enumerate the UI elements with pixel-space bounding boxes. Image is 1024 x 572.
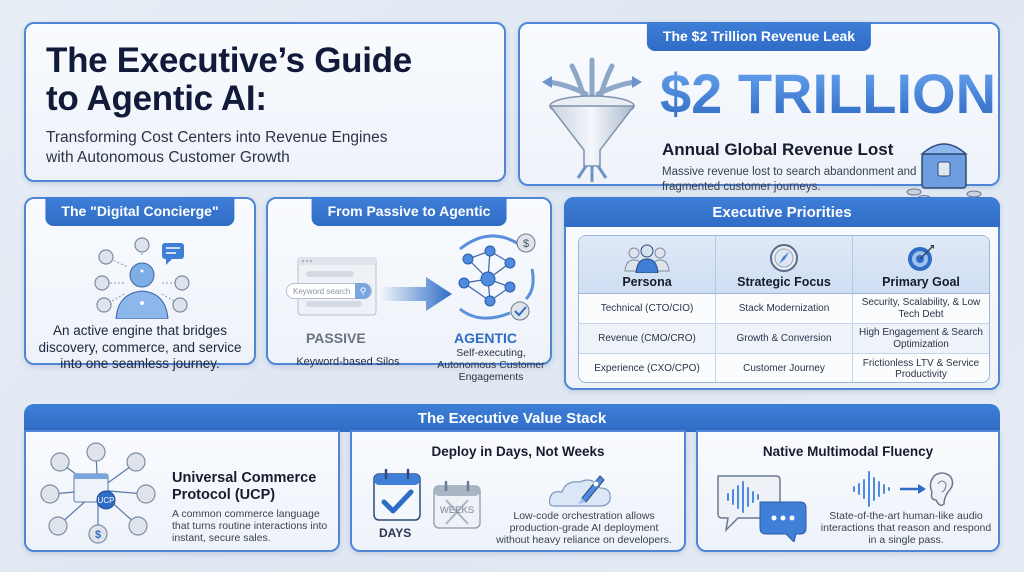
compass-icon (770, 244, 798, 272)
table-row: Revenue (CMO/CRO) Growth & Conversion Hi… (579, 324, 989, 354)
svg-text:$: $ (523, 238, 529, 250)
audio-wave-ear-icon (853, 471, 954, 507)
passive-label: PASSIVE (306, 330, 366, 346)
table-cell: Growth & Conversion (716, 324, 853, 353)
keyword-search-input[interactable]: Keyword search ⚲ (286, 283, 372, 299)
subtitle-line-1: Transforming Cost Centers into Revenue E… (46, 129, 388, 146)
table-cell: Customer Journey (716, 354, 853, 382)
calendar-check-icon (373, 468, 421, 521)
ai-agent-icon (94, 237, 190, 319)
table-cell: Technical (CTO/CIO) (579, 294, 716, 323)
value-stack-header: The Executive Value Stack (24, 404, 1000, 432)
ucp-panel: $ UCP Universal Commerce Protocol (UCP) … (24, 430, 340, 552)
title-line-1: The Executive’s Guide (46, 41, 412, 80)
weeks-label: WEEKS (439, 505, 475, 516)
deploy-description: Low-code orchestration allows production… (496, 510, 672, 546)
table-cell: Experience (CXO/CPO) (579, 354, 716, 382)
ucp-description: A common commerce language that turns ro… (172, 508, 328, 544)
table-cell: High Engagement & Search Optimization (859, 327, 983, 350)
subtitle-line-2: with Autonomous Customer Growth (46, 149, 290, 166)
digital-concierge-card: The "Digital Concierge" An active engine… (24, 197, 256, 371)
column-persona: Persona (579, 236, 716, 293)
deploy-panel: Deploy in Days, Not Weeks DAYS WEEKS Low… (350, 430, 686, 552)
deploy-title: Deploy in Days, Not Weeks (431, 444, 605, 459)
title-line-2: to Agentic AI: (46, 79, 267, 118)
column-label: Persona (622, 275, 672, 289)
table-row: Experience (CXO/CPO) Customer Journey Fr… (579, 354, 989, 382)
ucp-title-line-1: Universal Commerce (172, 470, 317, 486)
ucp-title: Universal Commerce Protocol (UCP) (172, 470, 316, 504)
days-label: DAYS (379, 526, 412, 540)
page-title: The Executive’s Guide to Agentic AI: (46, 42, 412, 118)
revenue-leak-tab: The $2 Trillion Revenue Leak (646, 22, 872, 51)
search-placeholder: Keyword search (293, 286, 351, 296)
column-strategic-focus: Strategic Focus (716, 236, 853, 293)
column-label: Primary Goal (882, 275, 960, 289)
agentic-label: AGENTIC (454, 330, 517, 346)
passive-description: Keyword-based Silos (296, 356, 400, 368)
column-primary-goal: Primary Goal (853, 236, 989, 293)
arrow-right-icon (380, 277, 452, 311)
multimodal-panel: Native Multimodal Fluency State-of-the-a… (696, 430, 1000, 552)
agentic-description: Self-executing, Autonomous Customer Enga… (437, 347, 545, 383)
search-icon[interactable]: ⚲ (355, 283, 371, 299)
target-icon (908, 245, 934, 271)
funnel-icon (542, 57, 642, 182)
big-number: $2 TRILLION (660, 62, 997, 125)
calendar-weeks-icon: WEEKS (432, 480, 482, 530)
table-cell: Security, Scalability, & Low Tech Debt (861, 297, 981, 320)
column-label: Strategic Focus (737, 275, 831, 289)
passive-to-agentic-card: From Passive to Agentic Keyword search ⚲… (266, 197, 552, 383)
title-card: The Executive’s Guide to Agentic AI: Tra… (24, 22, 506, 182)
people-icon (624, 244, 670, 273)
value-stack-section: The Executive Value Stack $ UCP Universa… (24, 404, 1000, 554)
table-header: Persona Strategic Focus Primary Goal (579, 236, 989, 294)
multimodal-description: State-of-the-art human-like audio intera… (820, 510, 992, 546)
page-subtitle: Transforming Cost Centers into Revenue E… (46, 128, 387, 168)
concierge-description: An active engine that bridges discovery,… (38, 323, 242, 371)
svg-text:UCP: UCP (98, 496, 115, 505)
agent-network-icon: $ (458, 233, 536, 321)
table-cell: Frictionless LTV & Service Productivity (862, 357, 980, 381)
executive-priorities-card: Executive Priorities Persona Strategic F… (564, 197, 1000, 390)
table-cell: Revenue (CMO/CRO) (579, 324, 716, 353)
svg-text:$: $ (95, 529, 101, 541)
digital-concierge-tab: The "Digital Concierge" (45, 197, 235, 226)
table-row: Technical (CTO/CIO) Stack Modernization … (579, 294, 989, 324)
ucp-title-line-2: Protocol (UCP) (172, 487, 276, 503)
executive-priorities-header: Executive Priorities (564, 197, 1000, 227)
table-cell: Stack Modernization (716, 294, 853, 323)
voice-chat-bubbles-icon (717, 475, 807, 542)
leak-heading: Annual Global Revenue Lost (662, 140, 894, 159)
multimodal-title: Native Multimodal Fluency (762, 444, 934, 459)
cloud-rocket-icon (548, 475, 611, 507)
leak-description: Massive revenue lost to search abandonme… (662, 166, 917, 193)
treasure-chest-icon (906, 143, 982, 201)
priorities-table: Persona Strategic Focus Primary Goal Tec… (578, 235, 990, 383)
passive-to-agentic-tab: From Passive to Agentic (311, 197, 507, 226)
commerce-hub-icon: $ UCP (40, 442, 156, 544)
revenue-leak-card: The $2 Trillion Revenue Leak $2 TRILLION… (518, 22, 1000, 201)
